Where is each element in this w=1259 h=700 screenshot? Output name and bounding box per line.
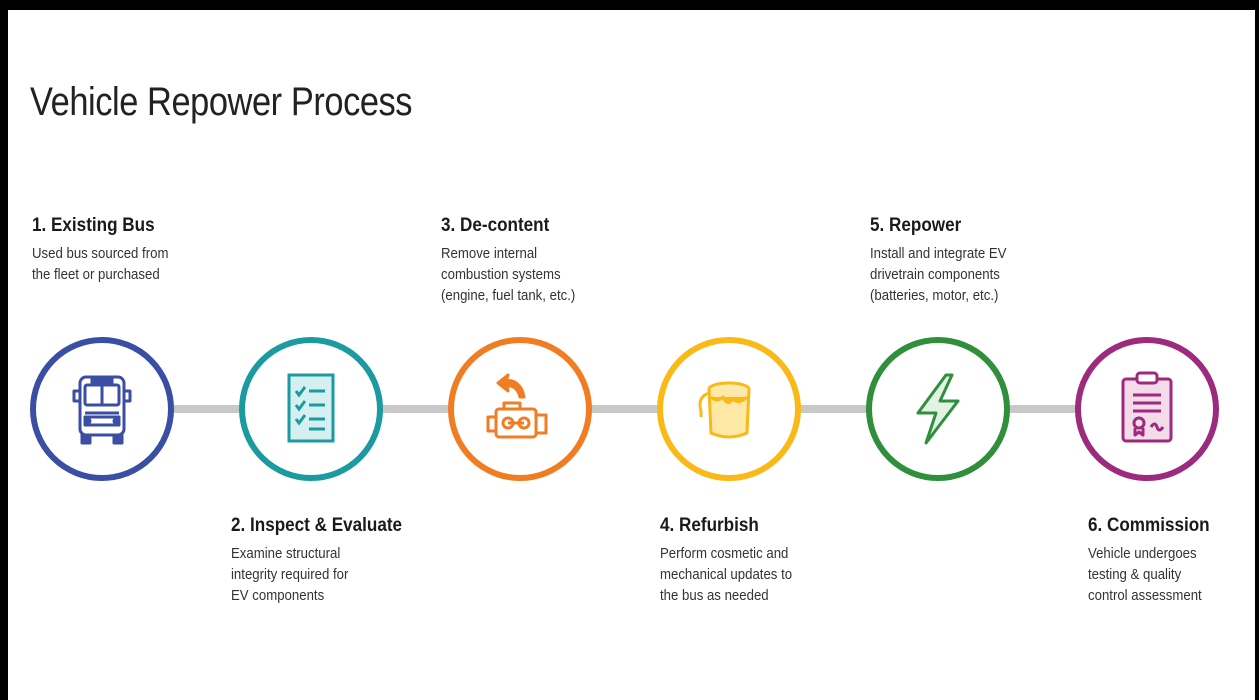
step-4-heading: 4. Refurbish	[660, 515, 759, 536]
step-4-text: 4. Refurbish Perform cosmetic and mechan…	[660, 515, 890, 606]
step-4-description: Perform cosmetic and mechanical updates …	[660, 545, 793, 604]
paint-bucket-icon	[698, 381, 751, 439]
step-3-text: 3. De-content Remove internal combustion…	[441, 215, 671, 306]
step-2-circle	[239, 337, 383, 481]
step-1-circle	[30, 337, 174, 481]
step-5-heading: 5. Repower	[870, 215, 962, 236]
step-2-text: 2. Inspect & Evaluate Examine structural…	[231, 515, 461, 606]
step-6-description: Vehicle undergoes testing & quality cont…	[1088, 545, 1202, 604]
checklist-icon	[287, 373, 335, 443]
step-6-text: 6. Commission Vehicle undergoes testing …	[1088, 515, 1259, 606]
lightning-bolt-icon	[916, 373, 960, 445]
certificate-clipboard-icon	[1121, 371, 1173, 443]
process-connector-line	[108, 405, 1168, 413]
step-3-circle	[448, 337, 592, 481]
step-1-description: Used bus sourced from the fleet or purch…	[32, 245, 169, 283]
step-3-heading: 3. De-content	[441, 215, 550, 236]
step-2-description: Examine structural integrity required fo…	[231, 545, 349, 604]
step-3-description: Remove internal combustion systems (engi…	[441, 245, 576, 304]
step-6-circle	[1075, 337, 1219, 481]
step-2-heading: 2. Inspect & Evaluate	[231, 515, 403, 536]
step-5-circle	[866, 337, 1010, 481]
step-1-text: 1. Existing Bus Used bus sourced from th…	[32, 215, 262, 285]
step-5-description: Install and integrate EV drivetrain comp…	[870, 245, 1007, 304]
page-title: Vehicle Repower Process	[30, 80, 413, 124]
diagram-canvas: Vehicle Repower Process 1. Existing Bus …	[8, 10, 1255, 700]
engine-removal-icon	[486, 373, 548, 439]
step-1-heading: 1. Existing Bus	[32, 215, 155, 236]
step-6-heading: 6. Commission	[1088, 515, 1210, 536]
bus-icon	[72, 375, 132, 445]
step-5-text: 5. Repower Install and integrate EV driv…	[870, 215, 1100, 306]
step-4-circle	[657, 337, 801, 481]
